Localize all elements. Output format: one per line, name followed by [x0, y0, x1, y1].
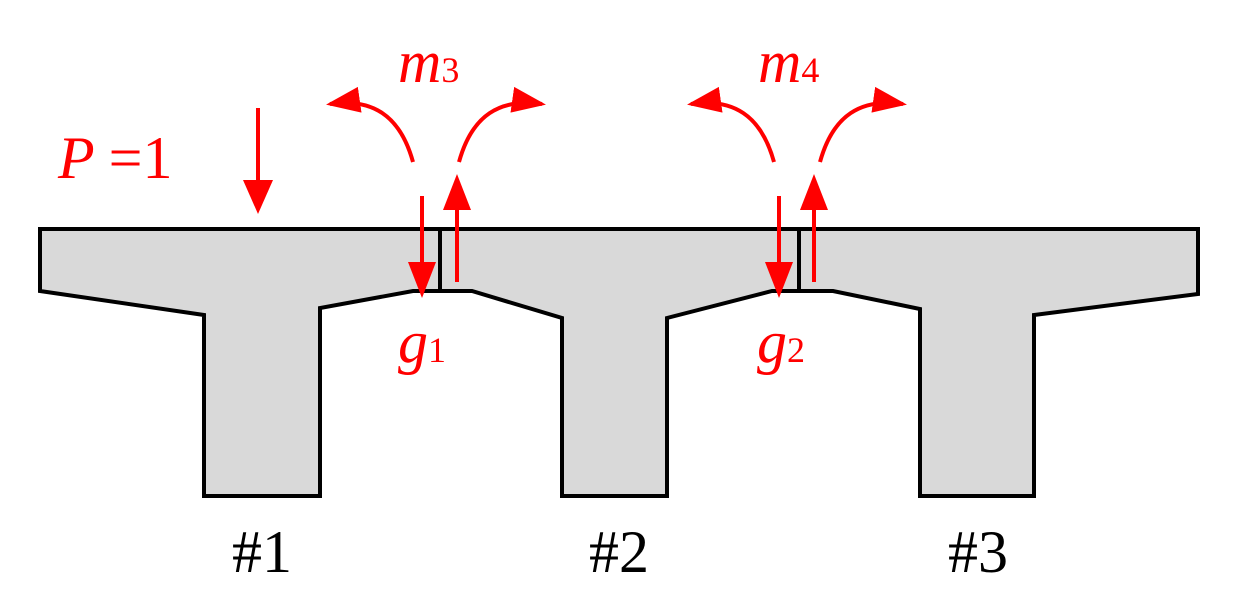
girder-label-3: #3 [948, 519, 1008, 585]
load-symbol: P [57, 125, 95, 191]
shear-down-arrow-icon [765, 196, 793, 298]
girder-3 [797, 227, 1200, 498]
shear-down-arrow-icon [408, 196, 436, 298]
curved-arrow-left-icon [687, 86, 776, 163]
load-arrow-icon [243, 108, 273, 214]
girder-label-2: #2 [589, 519, 649, 585]
shear-label-g2: g2 [757, 309, 805, 375]
load-value: =1 [109, 125, 173, 191]
girder-2 [438, 227, 801, 498]
curved-arrow-right-icon [457, 86, 546, 163]
shear-up-arrow-icon [443, 174, 471, 282]
moment-label-m4: m4 [758, 29, 819, 95]
load-label: P=1 [57, 125, 173, 191]
girder-label-1: #1 [232, 519, 292, 585]
girder-1 [38, 227, 442, 498]
curved-arrow-right-icon [818, 86, 907, 163]
curved-arrow-left-icon [326, 86, 415, 163]
moment-label-m3: m3 [398, 29, 459, 95]
shear-label-g1: g1 [398, 309, 446, 375]
shear-up-arrow-icon [800, 174, 828, 282]
